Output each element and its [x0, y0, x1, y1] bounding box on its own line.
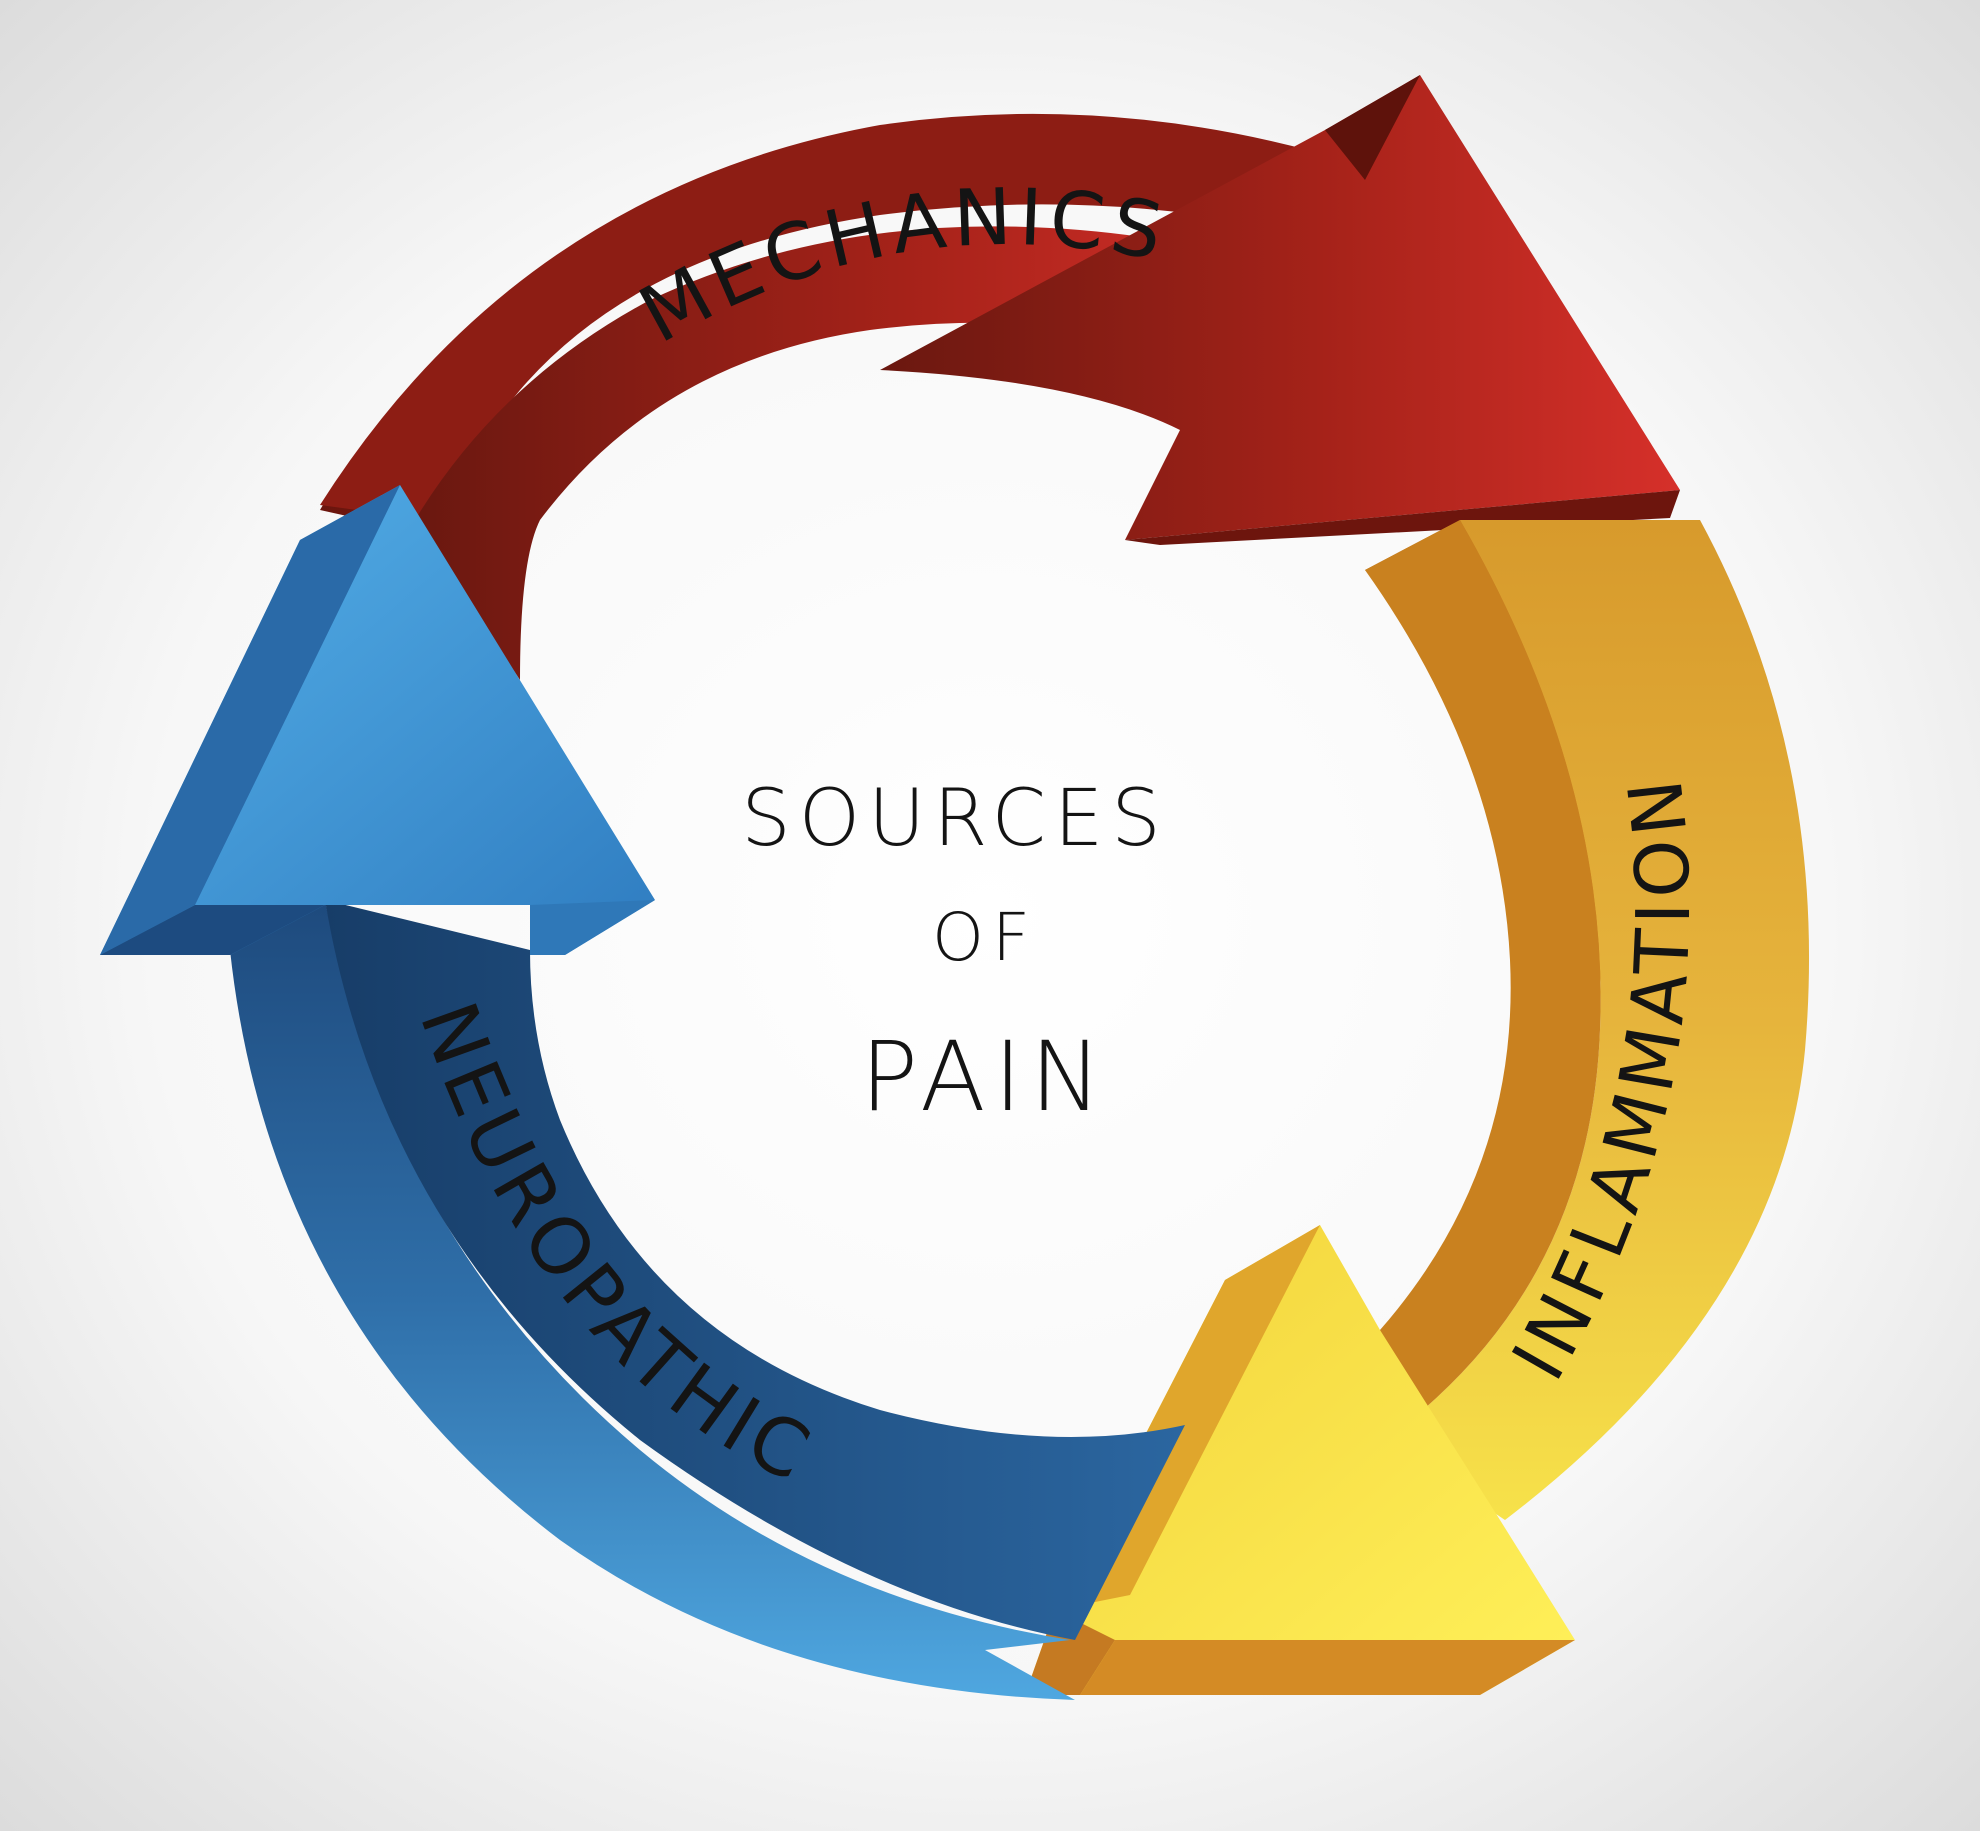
center-line-2: OF	[932, 899, 1038, 976]
inflammation-arrow	[1025, 520, 1810, 1695]
center-title: SOURCES OF PAIN	[741, 774, 1169, 1133]
center-line-1: SOURCES	[741, 774, 1169, 864]
mechanics-arrow	[320, 75, 1680, 680]
center-line-3: PAIN	[860, 1021, 1110, 1133]
neuropathic-arrow	[100, 485, 1185, 1700]
